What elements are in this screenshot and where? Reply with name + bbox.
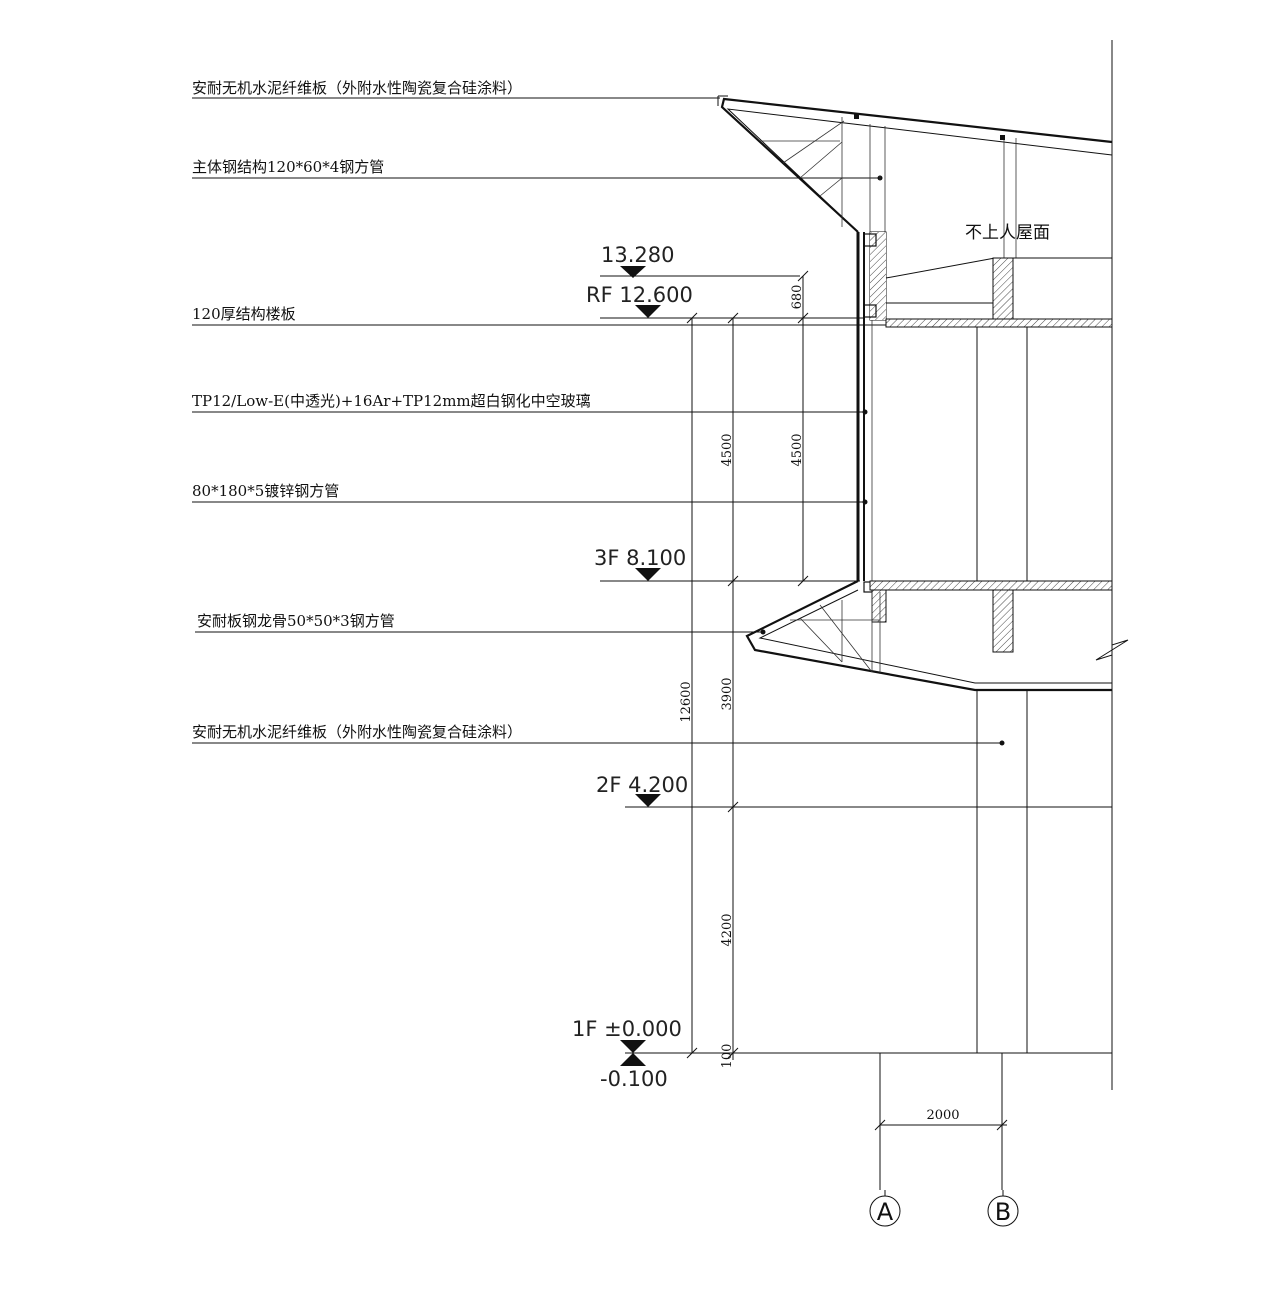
axis-label-a: A: [877, 1198, 894, 1226]
annotation-label: 安耐无机水泥纤维板（外附水性陶瓷复合硅涂料）: [192, 79, 522, 97]
axis-label-b: B: [995, 1198, 1011, 1226]
level-label-top: 13.280: [601, 243, 674, 267]
dimension-lines: [686, 270, 1008, 1190]
note-leaders: [192, 97, 1005, 746]
annotation-label: 安耐无机水泥纤维板（外附水性陶瓷复合硅涂料）: [192, 723, 522, 741]
dimension-label: 4500: [790, 433, 805, 466]
roof-parapet: 不上人屋面: [869, 223, 1113, 328]
floor-slab-3f: [869, 327, 1113, 653]
dimension-label: 12600: [679, 681, 694, 722]
dimension-label: 4200: [720, 913, 735, 946]
lower-structure: [976, 40, 1113, 1090]
dimension-labels: 12600 4500 3900 4200 100 680 4500 2000: [679, 285, 960, 1123]
grid-axes: A B: [869, 1190, 1019, 1227]
upper-canopy: [717, 95, 1113, 258]
roof-note: 不上人屋面: [965, 223, 1050, 243]
annotation-label: 安耐板钢龙骨50*50*3钢方管: [197, 612, 395, 630]
dimension-label: 3900: [720, 677, 735, 710]
level-label-1f: 1F ±0.000: [572, 1017, 682, 1041]
level-label-2f: 2F 4.200: [596, 773, 688, 797]
annotation-label: 120厚结构楼板: [192, 305, 296, 323]
lower-canopy: [745, 580, 1129, 692]
level-label-rf: RF 12.600: [586, 283, 693, 307]
level-markers: 13.280 RF 12.600 3F 8.100 2F 4.200 1F ±0…: [572, 243, 1112, 1091]
dimension-label: 2000: [926, 1108, 959, 1123]
dimension-label: 4500: [720, 433, 735, 466]
curtain-wall: [856, 232, 877, 593]
annotation-label: 主体钢结构120*60*4钢方管: [192, 158, 384, 176]
annotation-label: 80*180*5镀锌钢方管: [192, 482, 339, 500]
annotation-label: TP12/Low-E(中透光)+16Ar+TP12mm超白钢化中空玻璃: [192, 392, 591, 410]
dimension-label: 680: [790, 285, 805, 310]
dimension-label: 100: [720, 1044, 735, 1069]
level-label-3f: 3F 8.100: [594, 546, 686, 570]
level-label-ground: -0.100: [600, 1067, 668, 1091]
annotation-labels: 安耐无机水泥纤维板（外附水性陶瓷复合硅涂料） 主体钢结构120*60*4钢方管 …: [192, 79, 591, 741]
